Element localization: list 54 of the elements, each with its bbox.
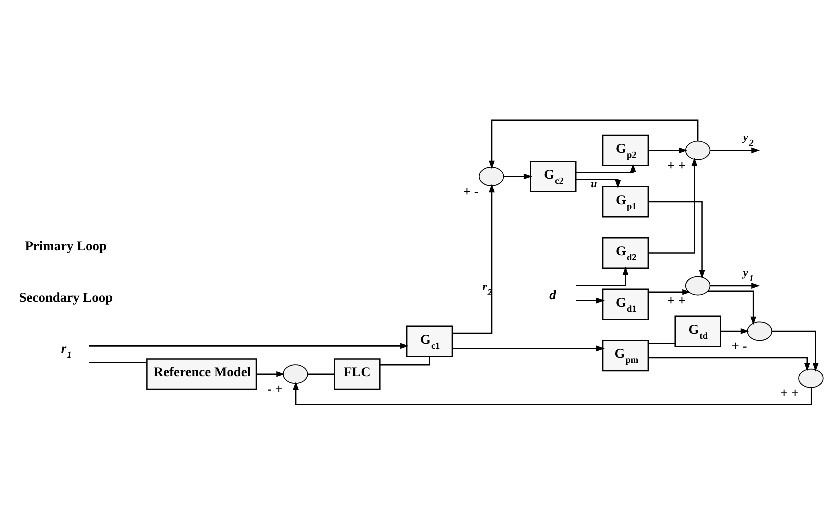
arrow	[452, 184, 495, 334]
arrow	[648, 148, 688, 154]
arrow	[576, 298, 605, 304]
arrow	[708, 290, 757, 326]
arrow	[256, 371, 286, 378]
node-text: r$_{1}$	[61, 341, 72, 362]
edge-label: y$_{2}$	[743, 132, 754, 150]
connector	[308, 374, 334, 375]
node-circle	[478, 167, 504, 186]
arrow	[648, 201, 706, 279]
node-circle	[798, 368, 824, 388]
node-circle	[283, 364, 308, 384]
arrow	[648, 357, 810, 372]
arrow	[721, 328, 750, 334]
connector	[648, 343, 676, 344]
node-label: + +	[667, 158, 686, 173]
node-box: G$_{p2}$	[602, 134, 650, 166]
arrow	[710, 283, 760, 289]
label: Primary Loop	[25, 238, 107, 254]
arrow	[293, 382, 812, 406]
arrow	[576, 179, 622, 189]
node-label: + +	[667, 293, 686, 308]
node-box: FLC	[334, 358, 381, 390]
node-box: G$_{d1}$	[602, 288, 650, 320]
arrow	[710, 148, 760, 154]
arrow	[489, 120, 699, 170]
node-label: + -	[732, 338, 748, 354]
node-circle	[747, 322, 772, 342]
node-box: G$_{d2}$	[602, 237, 650, 270]
edge-label: u	[591, 178, 598, 191]
node-box: G$_{c1}$	[406, 326, 454, 358]
node-label: + -	[463, 184, 479, 199]
node-box: G$_{c2}$	[530, 160, 577, 192]
node-box: G$_{pm}$	[602, 340, 650, 372]
node-circle	[685, 276, 711, 296]
connector	[380, 356, 430, 366]
arrow	[504, 174, 532, 180]
connector	[89, 362, 148, 364]
arrow	[452, 346, 605, 352]
arrow	[576, 164, 636, 174]
arrow	[772, 330, 819, 372]
arrow	[648, 289, 692, 296]
arrow	[576, 266, 629, 286]
node-label: + +	[780, 386, 800, 401]
node-box: G$_{p1}$	[602, 186, 650, 218]
label: Secondary Loop	[19, 290, 114, 305]
arrow	[89, 343, 409, 350]
arrow	[648, 158, 698, 254]
node-label: - +	[267, 382, 283, 397]
node-text: d	[550, 287, 556, 302]
node-box: Reference Model	[146, 358, 258, 390]
node-box: G$_{td}$	[674, 316, 722, 348]
node-circle	[685, 140, 711, 160]
edge-label: y$_{1}$	[743, 267, 754, 284]
